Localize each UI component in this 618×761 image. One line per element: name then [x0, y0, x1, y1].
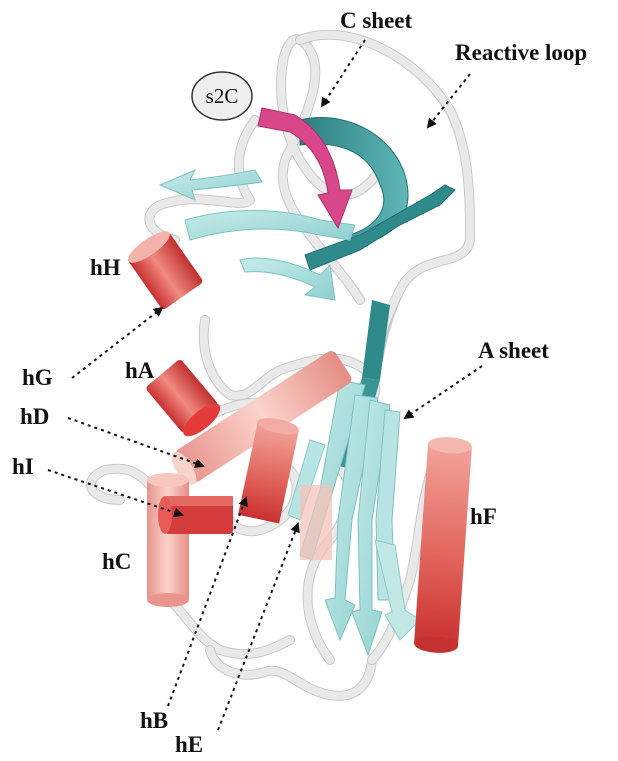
label-hC: hC — [102, 549, 131, 574]
label-hE: hE — [175, 732, 203, 756]
helix-hE — [300, 485, 332, 560]
label-hI: hI — [12, 454, 34, 479]
label-c-sheet: C sheet — [340, 8, 413, 33]
s2c-badge: s2C — [192, 72, 252, 120]
label-a-sheet: A sheet — [478, 338, 549, 363]
label-hF: hF — [470, 504, 497, 529]
label-reactive-loop: Reactive loop — [455, 40, 587, 65]
arrow-c-sheet — [322, 40, 365, 106]
helix-hC — [147, 473, 189, 607]
arrow-a-sheet — [405, 366, 482, 418]
label-hH: hH — [90, 255, 121, 280]
helix-hI — [158, 496, 233, 534]
s2c-badge-text: s2C — [206, 84, 239, 108]
label-hA: hA — [125, 358, 155, 383]
label-hD: hD — [20, 404, 49, 429]
helix-hF — [414, 436, 473, 655]
label-hB: hB — [140, 708, 168, 733]
label-hG: hG — [22, 365, 53, 390]
arrow-hE — [218, 524, 298, 730]
